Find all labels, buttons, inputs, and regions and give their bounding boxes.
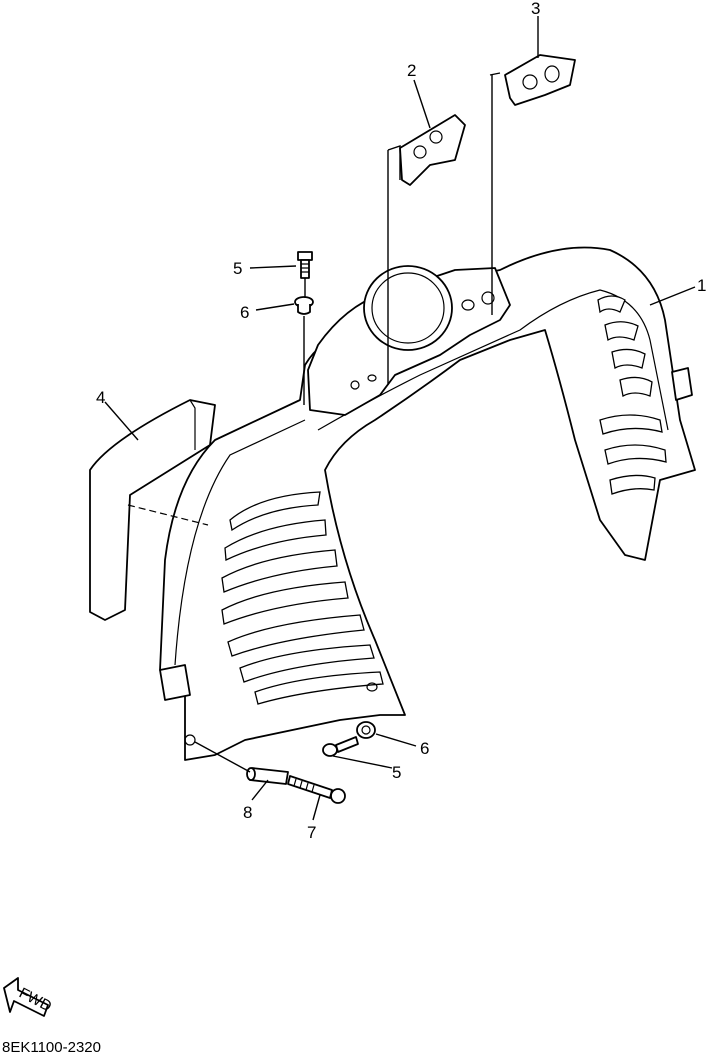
collar-part-6-lower bbox=[356, 721, 376, 739]
callout-6-upper: 6 bbox=[240, 303, 249, 322]
callout-5-upper: 5 bbox=[233, 259, 242, 278]
bolt-part-7 bbox=[287, 775, 346, 804]
leader-lines bbox=[104, 16, 696, 821]
callout-4: 4 bbox=[96, 388, 105, 407]
callout-5-lower: 5 bbox=[392, 763, 401, 782]
collar-part-6-upper bbox=[294, 296, 314, 315]
callout-1: 1 bbox=[697, 276, 706, 295]
bracket-part-2 bbox=[399, 114, 466, 186]
callout-3: 3 bbox=[531, 0, 540, 18]
bolt-part-5-upper bbox=[297, 251, 313, 279]
front-cowling-part-1 bbox=[159, 246, 696, 761]
bracket-part-3 bbox=[504, 54, 576, 106]
callout-7: 7 bbox=[307, 823, 316, 842]
side-pad-part-4 bbox=[89, 399, 216, 621]
diagram-code: 8EK1100-2320 bbox=[2, 1039, 101, 1056]
forward-arrow-icon: FWD bbox=[3, 977, 54, 1017]
callout-8: 8 bbox=[243, 803, 252, 822]
callout-2: 2 bbox=[407, 61, 416, 80]
collar-part-8 bbox=[246, 767, 289, 785]
bolt-part-5-lower bbox=[322, 736, 359, 757]
callout-labels: 1 2 3 4 5 6 5 6 7 8 bbox=[96, 0, 706, 842]
callout-6-lower: 6 bbox=[420, 739, 429, 758]
